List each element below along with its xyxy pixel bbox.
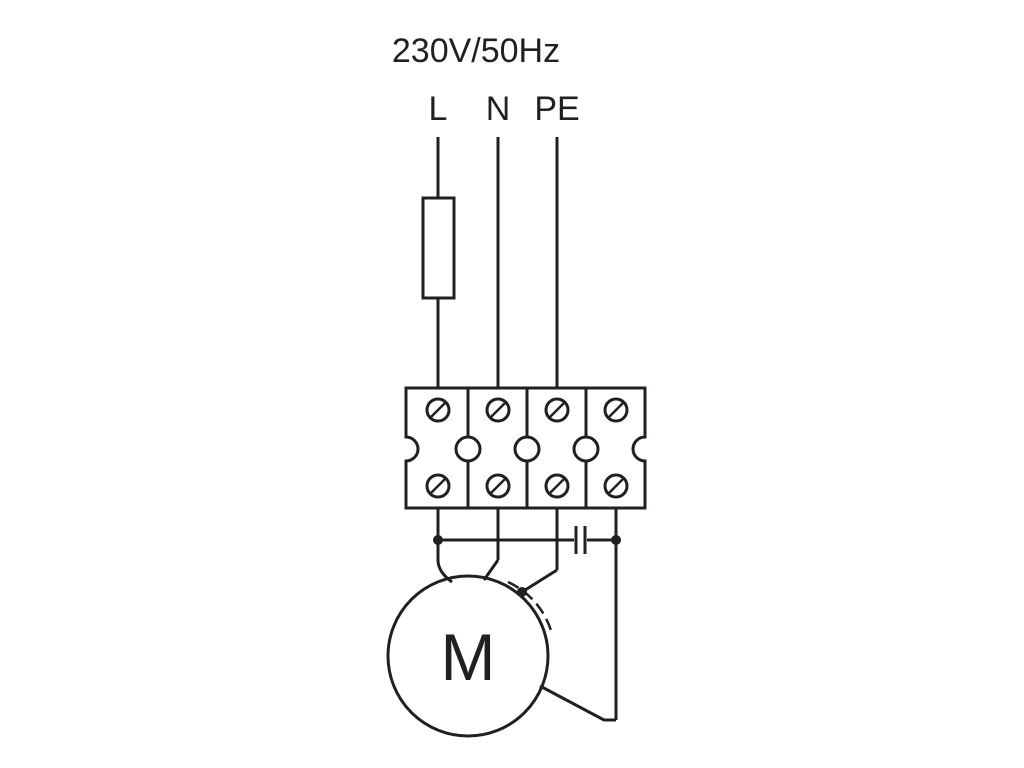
supply-wires (436, 137, 559, 388)
screw-bottom-1 (425, 473, 451, 499)
terminal-label-pe: PE (534, 90, 579, 128)
supply-voltage-label: 230V/50Hz (392, 32, 560, 70)
screw-top-3 (544, 397, 570, 423)
terminal-hole-1 (454, 435, 482, 463)
screw-top-2 (485, 397, 511, 423)
motor: M (386, 574, 550, 738)
thermal-protector-arc (507, 580, 554, 635)
fuse (421, 196, 456, 300)
motor-wire-3-bend (521, 568, 558, 594)
junction-dot-left (433, 535, 443, 545)
terminal-label-l: L (429, 90, 448, 128)
motor-label: M (441, 620, 496, 694)
terminal-label-n: N (486, 90, 511, 128)
terminal-block (404, 386, 647, 510)
motor-wiring (433, 508, 621, 722)
motor-wire-1-bend (436, 559, 453, 584)
motor-circle (386, 574, 550, 738)
screw-bottom-2 (485, 473, 511, 499)
junction-dot-right (611, 535, 621, 545)
terminal-hole-3 (572, 435, 600, 463)
terminal-hole-2 (513, 435, 541, 463)
screw-bottom-4 (603, 473, 629, 499)
screw-top-4 (603, 397, 629, 423)
motor-wire-4-bottom (539, 684, 616, 722)
screw-bottom-3 (544, 473, 570, 499)
screw-top-1 (425, 397, 451, 423)
terminal-block-outline (404, 386, 647, 510)
